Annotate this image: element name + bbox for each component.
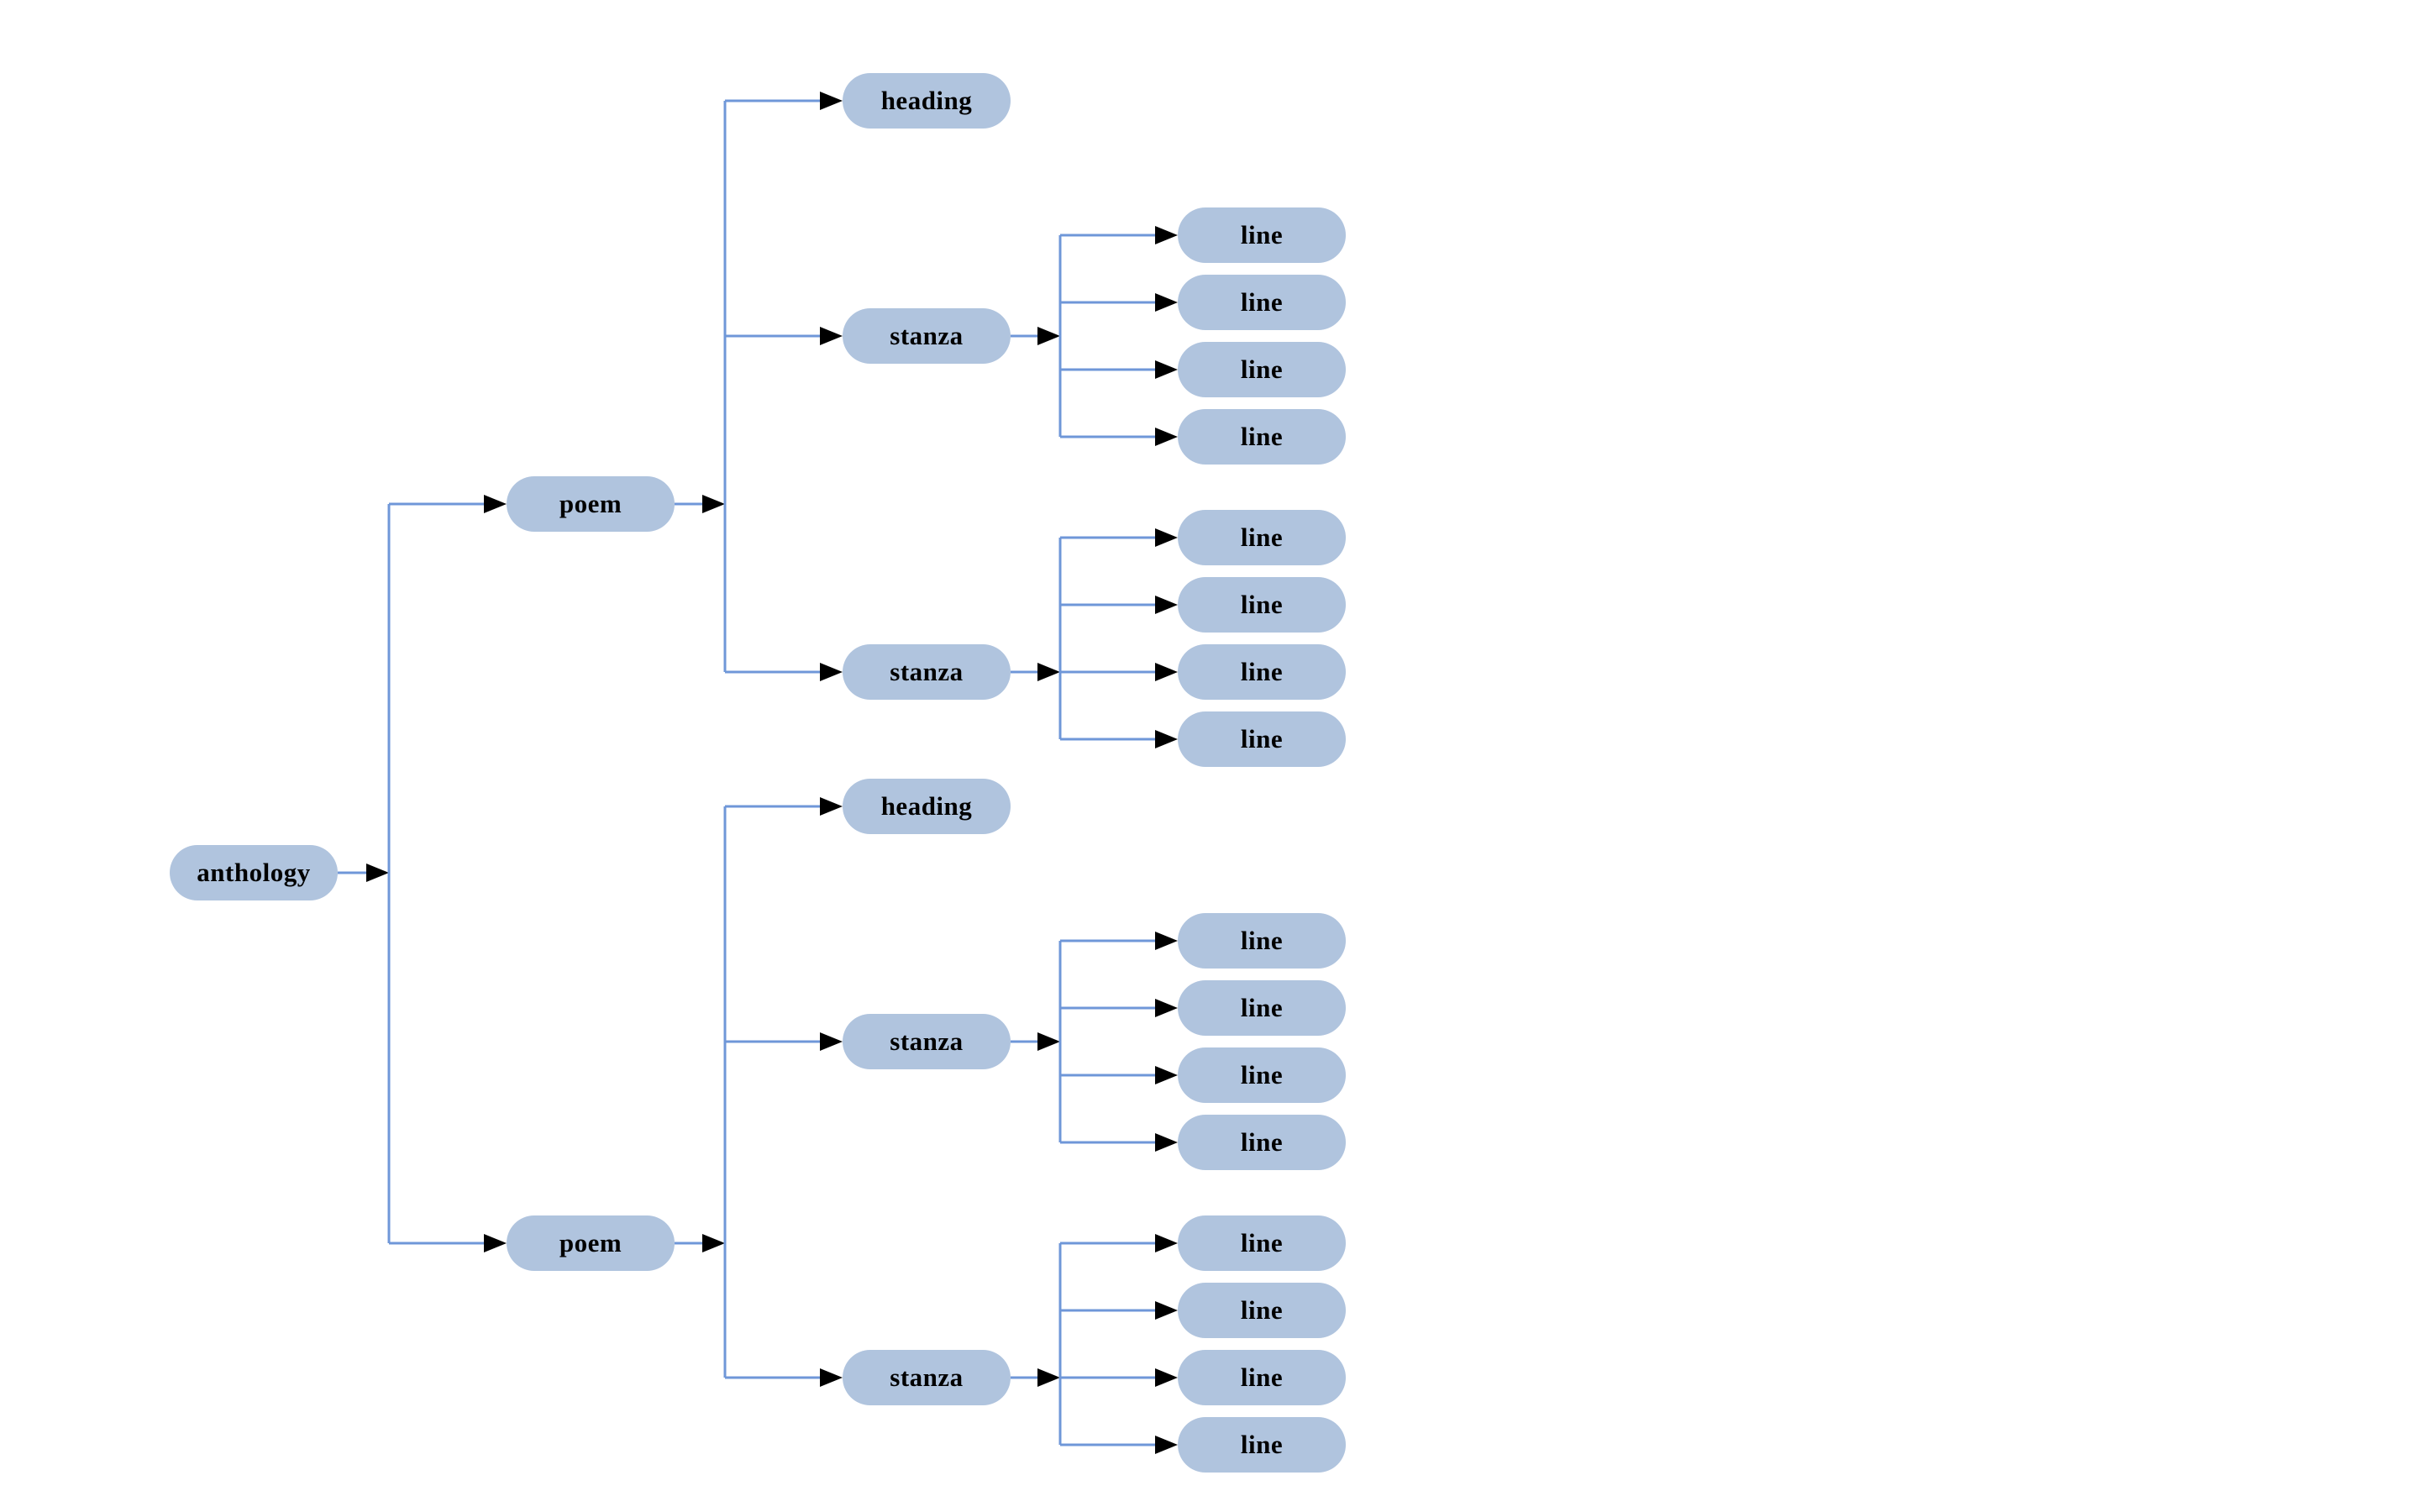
tree-node-heading: heading <box>843 779 1011 834</box>
arrowhead-icon <box>1155 1066 1178 1084</box>
arrowhead-icon <box>1155 360 1178 379</box>
tree-node-stanza: stanza <box>843 1350 1011 1405</box>
arrowhead-icon <box>1155 596 1178 614</box>
tree-node-line: line <box>1178 980 1346 1036</box>
arrowhead-icon <box>820 327 843 345</box>
tree-node-poem: poem <box>507 476 675 532</box>
tree-node-poem: poem <box>507 1215 675 1271</box>
arrowhead-icon <box>820 1368 843 1387</box>
tree-node-line: line <box>1178 510 1346 565</box>
arrowhead-icon <box>1155 730 1178 748</box>
tree-node-stanza: stanza <box>843 1014 1011 1069</box>
arrowhead-icon <box>1037 1032 1060 1051</box>
arrowhead-icon <box>1155 932 1178 950</box>
tree-node-line: line <box>1178 409 1346 465</box>
arrowhead-icon <box>484 1234 507 1252</box>
arrowhead-icon <box>1037 663 1060 681</box>
arrowhead-icon <box>1155 1368 1178 1387</box>
arrowhead-icon <box>1155 1234 1178 1252</box>
arrowhead-icon <box>1155 428 1178 446</box>
arrowhead-icon <box>1037 1368 1060 1387</box>
arrowhead-icon <box>1155 999 1178 1017</box>
arrowhead-icon <box>820 663 843 681</box>
tree-node-line: line <box>1178 644 1346 700</box>
tree-node-line: line <box>1178 1115 1346 1170</box>
tree-node-line: line <box>1178 1215 1346 1271</box>
arrowhead-icon <box>1155 226 1178 244</box>
tree-node-anthology: anthology <box>170 845 338 900</box>
tree-node-heading: heading <box>843 73 1011 129</box>
tree-node-line: line <box>1178 207 1346 263</box>
arrowhead-icon <box>1155 1133 1178 1152</box>
tree-node-line: line <box>1178 711 1346 767</box>
arrowhead-icon <box>820 797 843 816</box>
arrowhead-icon <box>1155 1436 1178 1454</box>
arrowhead-icon <box>1155 1301 1178 1320</box>
tree-node-line: line <box>1178 913 1346 969</box>
arrowhead-icon <box>820 1032 843 1051</box>
tree-node-line: line <box>1178 1283 1346 1338</box>
tree-node-line: line <box>1178 275 1346 330</box>
tree-node-line: line <box>1178 1417 1346 1473</box>
arrowhead-icon <box>1155 663 1178 681</box>
tree-node-line: line <box>1178 342 1346 397</box>
tree-node-line: line <box>1178 577 1346 633</box>
arrowhead-icon <box>366 864 389 882</box>
arrowhead-icon <box>1155 528 1178 547</box>
arrowhead-icon <box>702 1234 725 1252</box>
tree-node-stanza: stanza <box>843 644 1011 700</box>
tree-node-stanza: stanza <box>843 308 1011 364</box>
arrowhead-icon <box>1155 293 1178 312</box>
arrowhead-icon <box>1037 327 1060 345</box>
tree-node-line: line <box>1178 1350 1346 1405</box>
arrowhead-icon <box>484 495 507 513</box>
tree-node-line: line <box>1178 1047 1346 1103</box>
arrowhead-icon <box>702 495 725 513</box>
arrowhead-icon <box>820 92 843 110</box>
